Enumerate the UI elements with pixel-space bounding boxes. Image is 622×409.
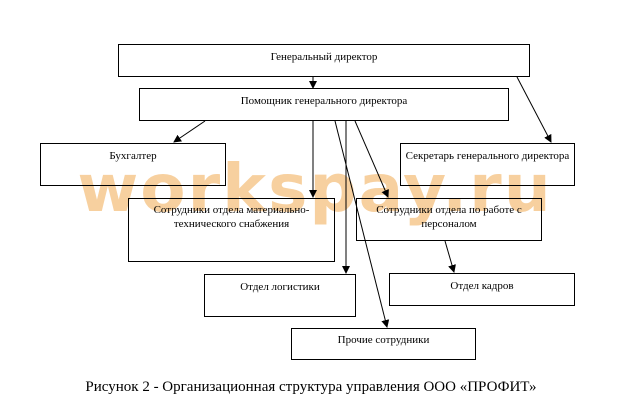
arrow-ceo-secretary	[516, 76, 552, 143]
node-other-staff: Прочие сотрудники	[291, 328, 476, 360]
node-secretary: Секретарь генерального директора	[400, 143, 575, 186]
node-accountant: Бухгалтер	[40, 143, 226, 186]
figure-caption: Рисунок 2 - Организационная структура уп…	[85, 379, 537, 395]
node-assistant: Помощник генерального директора	[139, 88, 509, 121]
node-ceo: Генеральный директор	[118, 44, 530, 77]
arrow-hr-personnel	[444, 240, 456, 273]
node-supply-staff: Сотрудники отдела материально-техническо…	[128, 198, 335, 262]
node-personnel: Отдел кадров	[389, 273, 575, 306]
arrow-assistant-hr	[354, 120, 389, 198]
arrow-assistant-accountant	[173, 120, 206, 143]
node-logistics: Отдел логистики	[204, 274, 356, 317]
arrow-assistant-other	[334, 120, 390, 328]
node-hr-staff: Сотрудники отдела по работе с персоналом	[356, 198, 542, 241]
watermark: workspay.ru	[77, 150, 553, 227]
